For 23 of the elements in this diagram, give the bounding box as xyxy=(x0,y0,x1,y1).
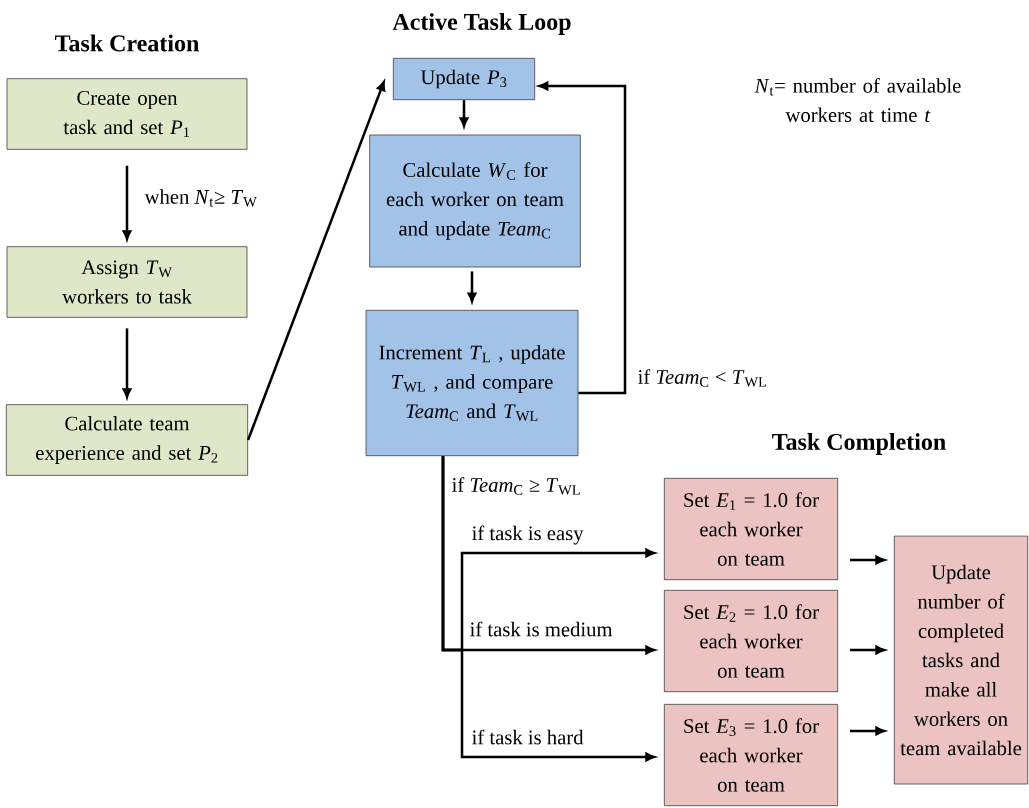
note-text: N$_{t}$= number of available workers at time t xyxy=(754,77,961,123)
process-box: Set E$_{1}$ = 1.0 for each worker on team xyxy=(663,477,839,581)
arrow xyxy=(467,271,477,303)
process-box: Calculate W$_{C}$ for each worker on team and update Team$_{C}$ xyxy=(369,134,581,268)
process-box: Set E$_{2}$ = 1.0 for each worker on team xyxy=(663,589,839,693)
process-box: Create open task and set P$_{1}$ xyxy=(6,78,248,150)
process-box: Calculate team experience and set P$_{2}$ xyxy=(5,404,249,476)
arrow xyxy=(538,81,627,395)
edge-label: if task is easy xyxy=(470,524,585,546)
edge-label: if task is medium xyxy=(468,620,614,638)
arrow xyxy=(246,81,386,441)
process-box: Update number of completed tasks and make all workers on team available xyxy=(893,535,1029,785)
edge-label: if task is hard xyxy=(470,728,585,746)
section-heading: Task Creation xyxy=(55,34,199,52)
process-box: Increment T$_{L}$ , update T$_{WL}$ , and compare Team$_{C}$ and T$_{WL}$ xyxy=(365,309,579,457)
process-box: Set E$_{3}$ = 1.0 for each worker on team xyxy=(663,703,839,807)
edge-label: if Team$_{C}$ < T$_{WL}$ xyxy=(636,367,769,389)
section-heading: Active Task Loop xyxy=(392,13,571,35)
process-box: Update P$_{3}$ xyxy=(392,57,536,101)
edge-label: when N$_{t}$≥ T$_{W}$ xyxy=(143,187,259,209)
section-heading: Task Completion xyxy=(772,433,946,455)
process-box: Assign T$_{W}$ workers to task xyxy=(6,246,248,318)
branch-label: if Team$_{C}$ ≥ T$_{WL}$ xyxy=(452,477,580,495)
